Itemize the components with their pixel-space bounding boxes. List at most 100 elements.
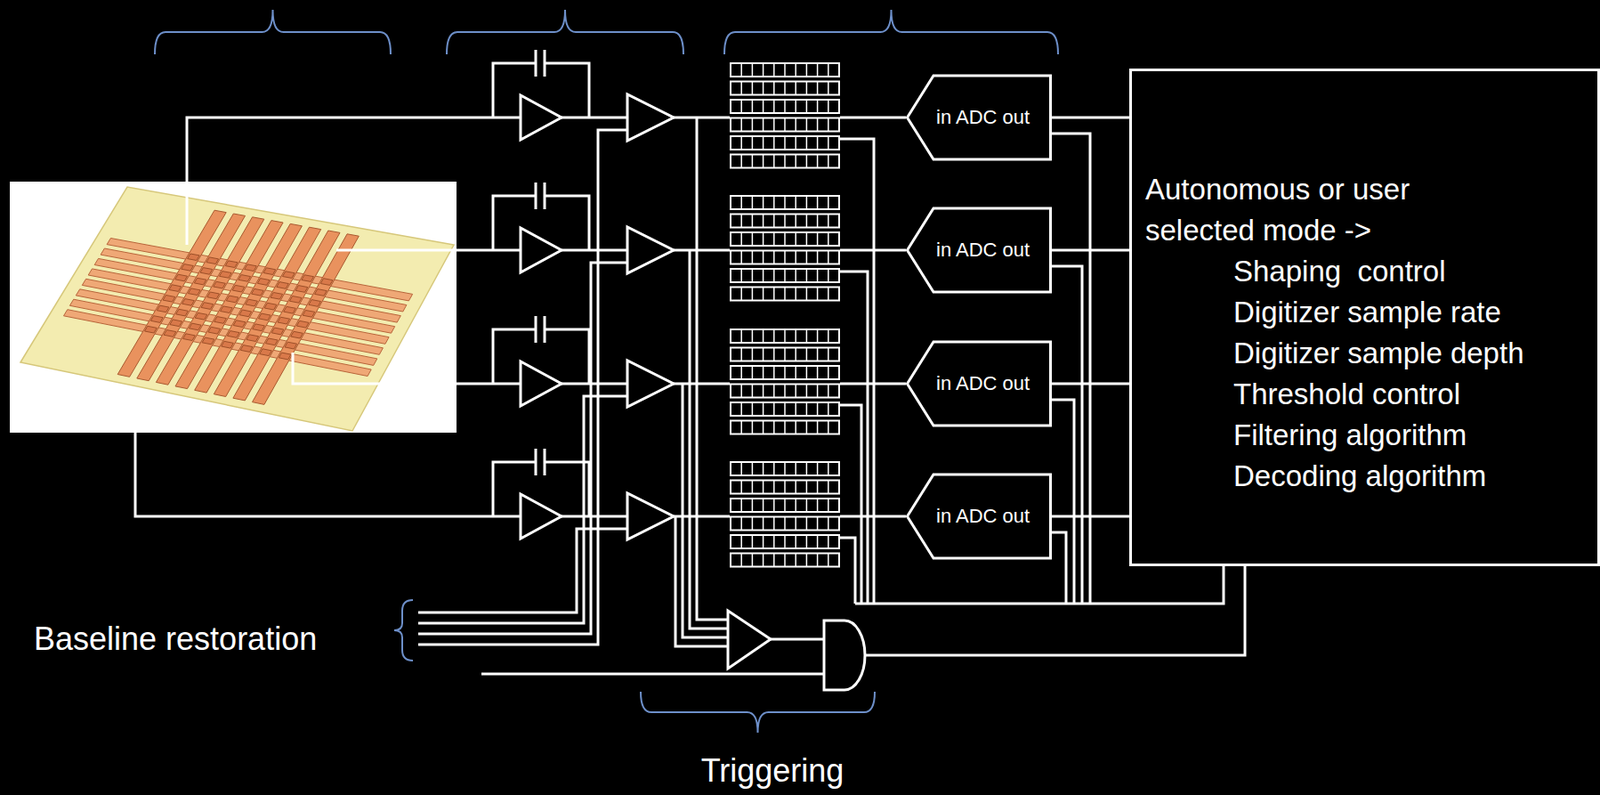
detector-pixel	[296, 320, 309, 328]
feedback-wire	[492, 63, 536, 118]
buffer-cell	[740, 136, 743, 150]
buffer-cell	[773, 461, 776, 476]
buffer-cell	[827, 480, 830, 494]
buffer-cell	[762, 81, 765, 96]
readout-bus	[855, 565, 1224, 604]
buffer-cell	[773, 384, 776, 398]
adc-label: in ADC out	[936, 239, 1030, 261]
buffer-cell	[762, 384, 765, 398]
buffer-cell	[740, 498, 743, 512]
buffer-cell	[827, 195, 830, 210]
buffer-cell	[740, 534, 743, 549]
adc-output-connector	[1051, 382, 1130, 386]
buffer-cell	[827, 136, 830, 150]
detector-pixel	[252, 323, 266, 332]
buffer-cell	[783, 365, 786, 380]
detector-pixel	[251, 288, 265, 296]
buffer-cell	[773, 480, 776, 494]
detector-pixel	[225, 260, 238, 268]
buffer-cell	[794, 99, 797, 114]
adc-output-connector	[1051, 116, 1130, 120]
group-brace	[446, 9, 684, 55]
buffer-cell	[806, 287, 809, 301]
buffer-output	[840, 404, 862, 604]
buffer-cell	[816, 329, 819, 343]
buffer-cell	[827, 214, 830, 228]
detector-pixel	[219, 271, 233, 279]
buffer-cell	[783, 154, 786, 169]
detector-pixel	[213, 281, 227, 289]
buffer-cell	[806, 365, 809, 380]
annotation-label: Triggering	[701, 752, 845, 789]
buffer-row	[730, 268, 840, 283]
detector-pixel	[244, 264, 258, 272]
buffer-cell	[762, 214, 765, 228]
buffer-cell	[783, 250, 786, 265]
buffer-cell	[762, 154, 765, 169]
buffer-cell	[794, 402, 797, 416]
buffer-cell	[740, 154, 743, 169]
buffer-cell	[827, 250, 830, 265]
buffer-cell	[806, 154, 809, 169]
feedback-wire	[544, 461, 590, 517]
detector-panel	[9, 181, 457, 433]
buffer-row	[730, 347, 840, 362]
buffer-cell	[827, 420, 830, 435]
detector-pixel	[202, 337, 215, 345]
buffer-cell	[806, 99, 809, 114]
buffer-cell	[751, 81, 754, 96]
buffer-cell	[794, 347, 797, 362]
detector-pixel	[263, 267, 276, 275]
buffer-cell	[783, 402, 786, 416]
buffer-cell	[762, 517, 765, 531]
buffer-cell	[794, 384, 797, 398]
buffer-cell	[827, 498, 830, 512]
buffer-cell	[740, 214, 743, 228]
adc-block: in ADC out	[905, 339, 1052, 428]
detector-pixel	[163, 330, 177, 338]
buffer-cell	[816, 232, 819, 246]
buffer-cell	[740, 118, 743, 132]
buffer-cell	[827, 63, 830, 77]
detector-pixel	[238, 274, 251, 283]
group-brace	[724, 9, 1059, 55]
adc-block: in ADC out	[905, 73, 1052, 162]
capacitor-symbol	[534, 315, 538, 343]
detector-pixel	[187, 253, 201, 261]
buffer-cell	[773, 195, 776, 210]
charge-amplifier	[520, 227, 562, 273]
adc-aux-output	[1051, 266, 1083, 604]
detector-pixel	[277, 316, 291, 324]
buffer-cell	[816, 461, 819, 476]
detector-pixel	[162, 295, 176, 303]
detector-pixel	[245, 298, 259, 307]
buffer-cell	[827, 461, 830, 476]
control-box: Autonomous or user selected mode ->Shapi…	[1129, 68, 1600, 566]
detector-strip	[155, 217, 264, 385]
trigger-wire	[770, 638, 825, 641]
buffer-cell	[762, 420, 765, 435]
capacitor-symbol	[543, 315, 547, 343]
buffer-cell	[740, 287, 743, 301]
detector-pixel	[150, 315, 163, 324]
buffer-output	[840, 271, 868, 604]
detector-board	[20, 186, 454, 431]
shaping-amplifier	[627, 360, 674, 407]
buffer-cell	[773, 154, 776, 169]
buffer-cell	[816, 347, 819, 362]
detector-pixel	[246, 334, 259, 342]
annotation-label: Baseline restoration	[33, 619, 317, 659]
buffer-cell	[794, 461, 797, 476]
detector-pixel	[259, 348, 273, 356]
buffer-cell	[751, 329, 754, 343]
group-brace	[394, 599, 413, 661]
buffer-cell	[751, 420, 754, 435]
buffer-cell	[751, 154, 754, 169]
buffer-cell	[806, 63, 809, 77]
buffer-cell	[827, 365, 830, 380]
buffer-row	[730, 498, 840, 512]
buffer-cell	[751, 268, 754, 283]
buffer-cell	[762, 365, 765, 380]
baseline-wire	[418, 395, 628, 623]
buffer-cell	[806, 553, 809, 567]
